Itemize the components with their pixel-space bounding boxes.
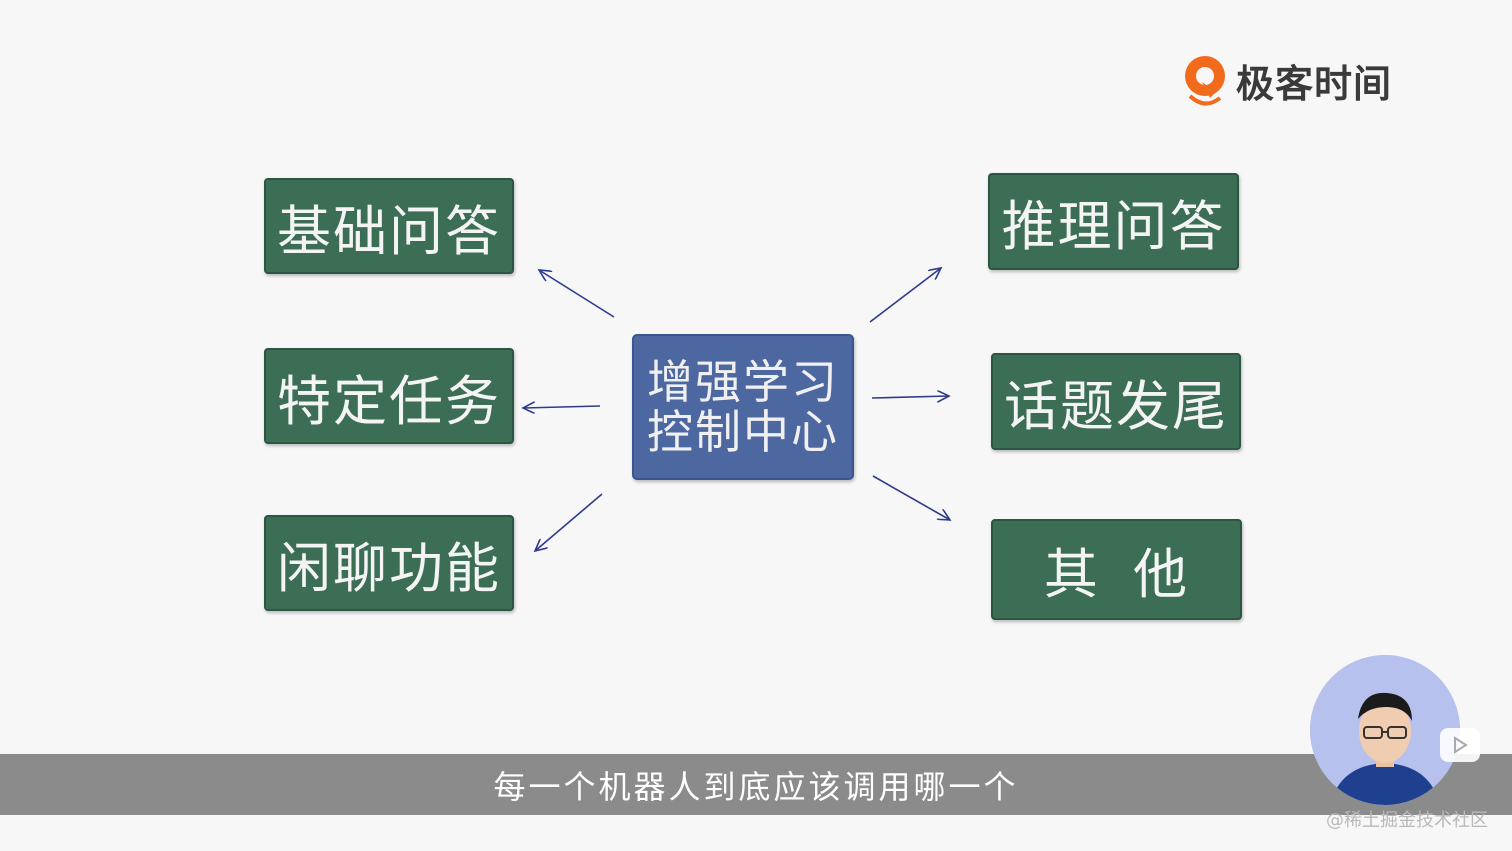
- node-specific-task: 特定任务: [264, 348, 514, 444]
- control-center-node: 增强学习 控制中心: [632, 334, 854, 480]
- brand-logo: 极客时间: [1180, 52, 1392, 108]
- node-basic-qa: 基础问答: [264, 178, 514, 274]
- node-reasoning-qa: 推理问答: [988, 173, 1239, 270]
- node-chitchat: 闲聊功能: [264, 515, 514, 611]
- center-line-1: 增强学习: [647, 355, 839, 409]
- brand-logo-icon: [1185, 56, 1225, 106]
- play-icon[interactable]: [1440, 728, 1480, 762]
- avatar-image: [1310, 655, 1460, 805]
- arrow-to-topic: [871, 396, 949, 398]
- speaker-avatar: [1310, 655, 1460, 805]
- arrow-to-chitchat: [535, 493, 603, 551]
- arrow-to-reasoning-qa: [869, 268, 941, 323]
- arrow-to-basic-qa: [539, 270, 615, 318]
- arrow-to-specific-task: [523, 406, 601, 408]
- watermark: @稀土掘金技术社区: [1326, 810, 1488, 831]
- center-line-2: 控制中心: [647, 405, 839, 459]
- node-topic: 话题发尾: [991, 353, 1241, 450]
- node-other: 其 他: [991, 519, 1242, 620]
- subtitle-bar: 每一个机器人到底应该调用哪一个: [0, 754, 1512, 815]
- arrow-to-other: [872, 475, 950, 520]
- subtitle-text: 每一个机器人到底应该调用哪一个: [493, 767, 1019, 806]
- brand-name: 极客时间: [1236, 61, 1393, 106]
